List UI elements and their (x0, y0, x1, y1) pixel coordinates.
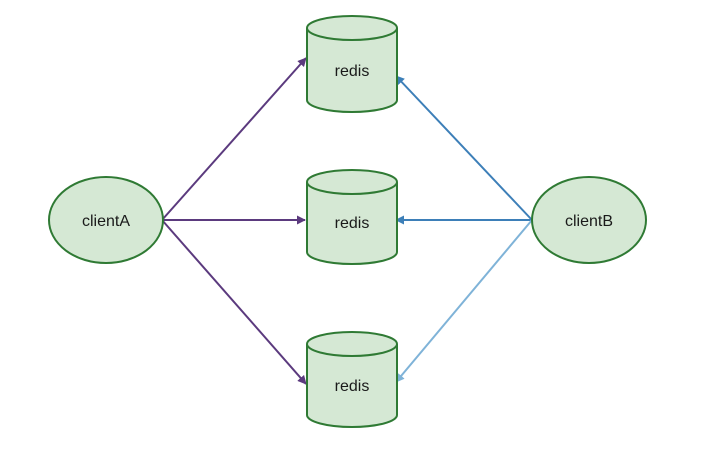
redis-top-label: redis (335, 63, 370, 80)
client-a-node: clientA (48, 176, 164, 264)
client-b-node: clientB (531, 176, 647, 264)
redis-bottom-node: redis (306, 331, 398, 428)
edge-client-b-to-redis-bottom (395, 219, 533, 383)
client-b-ellipse (531, 176, 647, 264)
redis-bottom-cylinder-lid (306, 331, 398, 357)
client-a-label: clientA (82, 213, 130, 230)
client-a-ellipse (48, 176, 164, 264)
edge-client-b-to-redis-top (395, 75, 533, 221)
redis-middle-cylinder-lid (306, 169, 398, 195)
edge-client-a-to-redis-top (161, 57, 307, 221)
redis-middle-label: redis (335, 215, 370, 232)
client-b-edges (395, 75, 533, 383)
redis-middle-cylinder-body (306, 182, 398, 265)
redis-top-node: redis (306, 15, 398, 113)
client-a-edges (161, 57, 307, 385)
edge-client-a-to-redis-bottom (161, 219, 307, 385)
redis-middle-node: redis (306, 169, 398, 265)
redis-top-cylinder-body (306, 28, 398, 113)
redis-bottom-label: redis (335, 378, 370, 395)
client-b-label: clientB (565, 213, 613, 230)
redis-top-cylinder-lid (306, 15, 398, 41)
redis-bottom-cylinder-body (306, 344, 398, 428)
